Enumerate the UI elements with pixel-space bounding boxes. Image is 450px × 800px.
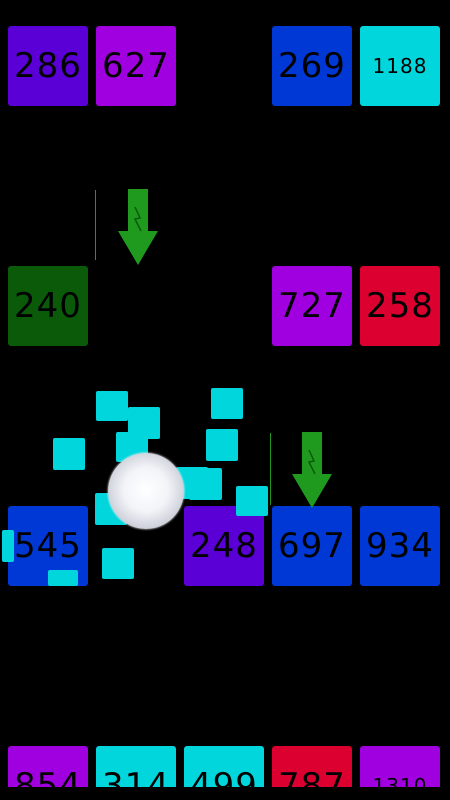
particle xyxy=(211,388,243,419)
number-block: 240 xyxy=(8,266,88,346)
particle xyxy=(102,548,134,579)
particle xyxy=(48,570,78,586)
green-down-arrow-icon xyxy=(292,432,332,508)
board-bottom-edge xyxy=(0,787,450,800)
number-block: 248 xyxy=(184,506,264,586)
number-block: 269 xyxy=(272,26,352,106)
particle xyxy=(206,429,238,461)
particle xyxy=(2,530,14,562)
number-block: 627 xyxy=(96,26,176,106)
powerup-trail xyxy=(95,190,96,260)
number-block: 258 xyxy=(360,266,440,346)
powerup-trail xyxy=(270,433,271,505)
number-block: 286 xyxy=(8,26,88,106)
particle xyxy=(53,438,85,470)
number-block: 697 xyxy=(272,506,352,586)
number-block: 727 xyxy=(272,266,352,346)
particle xyxy=(189,468,222,500)
particle xyxy=(236,486,268,516)
number-block: 1188 xyxy=(360,26,440,106)
white-ball-icon[interactable] xyxy=(108,453,184,529)
green-down-arrow-icon xyxy=(118,189,158,265)
number-block: 934 xyxy=(360,506,440,586)
particle xyxy=(96,391,128,421)
